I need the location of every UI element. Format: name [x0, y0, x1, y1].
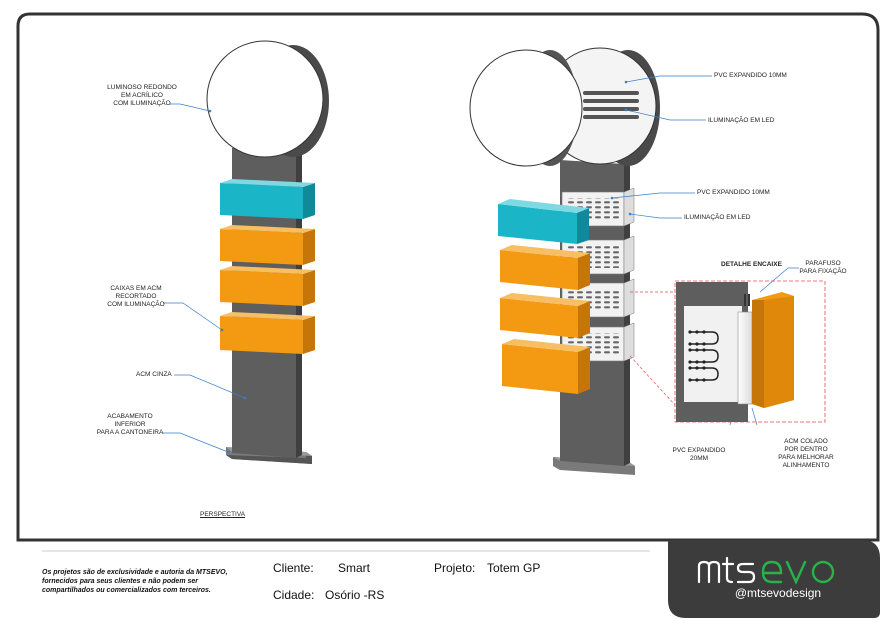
cliente-label: Cliente:	[273, 561, 314, 575]
mtsevo-logo	[697, 556, 835, 585]
label-led-mid: ILUMINAÇÃO EM LED	[684, 214, 751, 221]
label-pvc-mid: PVC EXPANDIDO 10MM	[697, 189, 770, 196]
label-luminoso: LUMINOSO REDONDO EM ACRÍLICO COM ILUMINA…	[107, 84, 177, 107]
disclaimer-text: Os projetos são de exclusividade e autor…	[42, 569, 228, 594]
orange-box-right-2	[500, 298, 578, 338]
round-sign-front	[469, 49, 583, 167]
label-perspectiva: PERSPECTIVA	[200, 511, 246, 518]
cliente-value: Smart	[338, 561, 371, 575]
label-acm-colado: ACM COLADO POR DENTRO PARA MELHORAR ALIN…	[778, 438, 834, 469]
brand-panel	[668, 540, 880, 618]
footer-band	[18, 540, 878, 618]
totem-right	[469, 47, 799, 475]
label-pvc-top: PVC EXPANDIDO 10MM	[714, 72, 787, 79]
projeto-value: Totem GP	[487, 561, 541, 575]
label-acm-cinza: ACM CINZA	[136, 371, 172, 378]
label-led-top: ILUMINAÇÃO EM LED	[708, 117, 775, 124]
orange-box-3	[220, 316, 303, 354]
led-strips	[583, 91, 639, 119]
cidade-value: Osório -RS	[325, 588, 385, 602]
label-detalhe: DETALHE ENCAIXE	[721, 261, 782, 268]
cyan-box	[220, 183, 303, 219]
orange-box-1	[220, 229, 303, 265]
projeto-label: Projeto:	[434, 561, 476, 575]
label-pvc-20: PVC EXPANDIDO 20MM	[672, 447, 726, 462]
label-parafuso: PARAFUSO PARA FIXAÇÃO	[799, 260, 847, 275]
orange-box-right-1	[500, 250, 578, 290]
cyan-box-right	[498, 204, 577, 244]
label-caixas: CAIXAS EM ACM RECORTADO COM ILUMINAÇÃO	[107, 285, 165, 308]
orange-box-2	[220, 270, 303, 306]
brand-handle: @mtsevodesign	[734, 586, 822, 600]
orange-box-right-3	[502, 344, 578, 394]
label-acabamento: ACABAMENTO INFERIOR PARA A CANTONEIRA	[96, 413, 164, 436]
cidade-label: Cidade:	[273, 588, 315, 602]
round-sign	[206, 40, 324, 158]
totem-left	[163, 40, 329, 464]
detail-encaixe	[629, 280, 826, 423]
